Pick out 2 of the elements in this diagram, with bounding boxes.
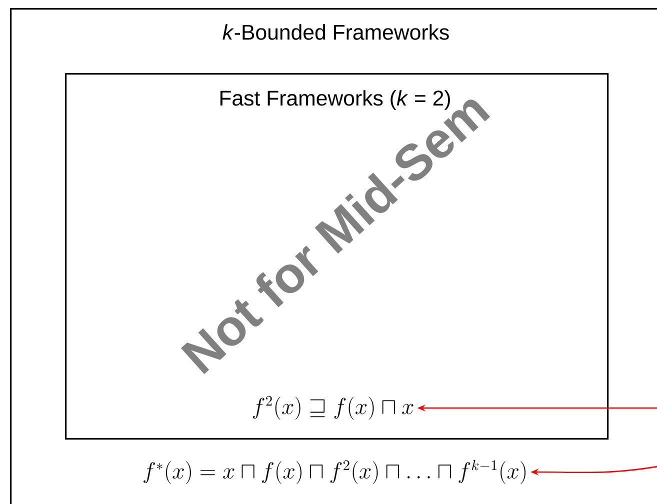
formula: $f^2(x) \sqsupseteq f(x) \sqcap x$: [252, 396, 414, 420]
formula: $f^*(x) = x \sqcap f(x) \sqcap f^2(x) \sqcap \ldots \sqcap f^{k-1}(x)$: [144, 460, 526, 484]
